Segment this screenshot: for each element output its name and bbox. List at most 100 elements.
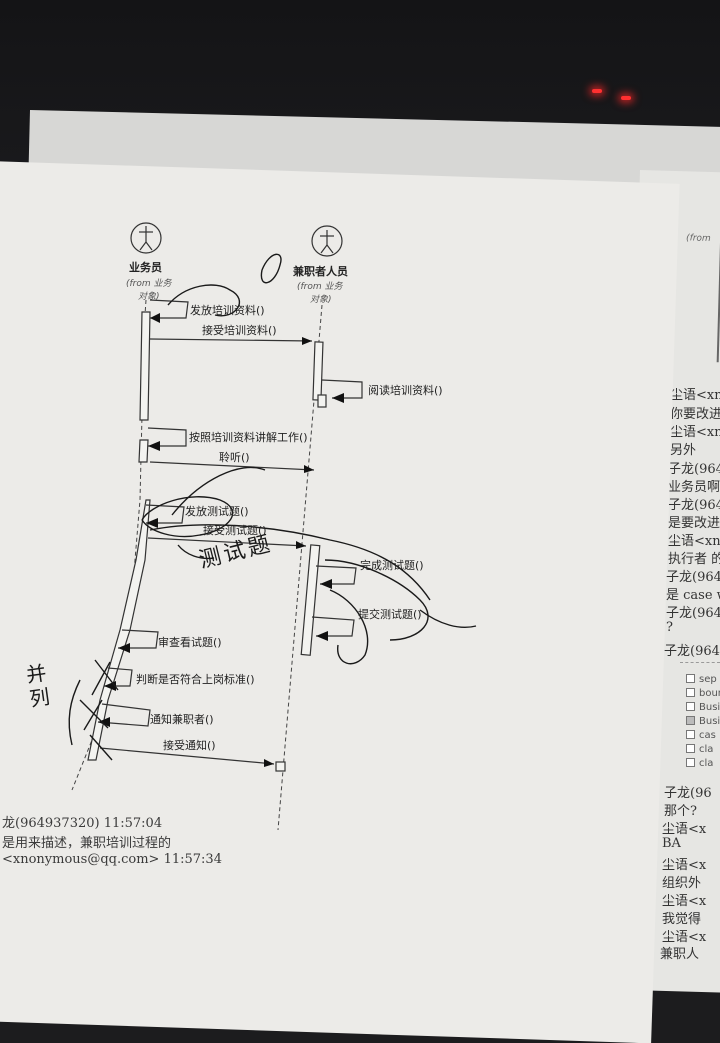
arrow-head [320,579,332,589]
chat-line: 执行者 的 [668,552,720,567]
left-actor-name: 业务员 [129,261,162,274]
handwritten-bracket [68,679,81,746]
chat-line: <xnonymous@qq.com> 11:57:34 [2,852,222,867]
chat-line: 龙(964937320) 11:57:04 [2,816,163,831]
self-call [311,616,355,637]
arrow-head [332,393,344,403]
left-activation-bar [139,311,151,421]
arrow-head [304,465,314,473]
self-call [145,504,185,524]
message-label: 发放培训资料() [190,304,265,317]
right-activation-bar [300,544,321,656]
self-call [97,703,151,727]
right-activation-bar [275,761,286,772]
chat-line: 尘语<x [662,858,707,873]
message-arrow [149,461,315,471]
handwritten-scribble [419,609,477,628]
handwritten-scribble [177,544,215,560]
right-actor-name: 兼职者人员 [293,265,348,278]
self-call [118,629,159,649]
self-call [315,565,357,585]
sequence-diagram [68,222,477,831]
handwritten-scribble [260,253,282,284]
chat-line: 业务员啊 [668,480,720,495]
message-label: 接受测试题() [203,524,267,537]
self-call [149,299,189,319]
chat-line: 我觉得 [662,912,702,927]
right-actor-from: (from 业务 [297,282,343,292]
left-lifeline [71,299,147,791]
left-actor-from: (from 业务 [126,279,172,289]
left-actor-icon [130,222,162,254]
arrow-head [118,643,130,653]
arrow-head [98,717,110,727]
chat-line: 子龙(9649 [668,498,720,513]
handwritten-scribble [167,284,241,317]
message-arrow [147,537,307,547]
chat-line: 子龙(9649 [666,606,720,621]
chat-line: 尘语<xnon [668,534,720,549]
right-actor-from2: 对象) [310,295,332,305]
arrow-head [148,441,160,451]
checkbox-item: boun [686,688,720,699]
arrow-head [150,313,160,323]
arrow-head [316,631,328,641]
message-label: 阅读培训资料() [368,384,443,397]
message-label: 发放测试题() [185,505,249,518]
chat-line: 子龙(96 [664,786,712,801]
message-label: 判断是否符合上岗标准() [136,673,255,686]
handwritten-scribble [329,589,369,665]
chat-line: 子龙(9649 [666,570,720,585]
chat-line: 组织外 [662,876,702,891]
self-call [147,427,187,447]
checkbox-item: Busi [686,716,720,727]
chat-line: 尘语<x [662,930,707,945]
handwritten-scribble [89,734,113,761]
arrow-head [302,337,312,345]
self-call [104,667,133,687]
chat-line: 兼职人 [660,947,700,962]
handwritten-scribble [79,699,109,731]
checkbox-item: Busi [686,702,720,713]
checkbox-item: sep p [686,674,720,685]
chat-line: 那个? [664,804,697,819]
right-activation-bar [312,341,324,401]
red-led-light [621,96,631,100]
handwritten-scribble [171,466,266,516]
message-label: 按照培训资料讲解工作() [189,431,308,444]
chat-line: 尘语<x [662,822,707,837]
chat-line: 子龙(9649 [664,644,720,659]
arrow-head [296,541,306,549]
chat-line: 是用来描述，兼职培训过程的 [2,836,172,851]
chat-line: 尘语<x [662,894,707,909]
chat-line: 是要改进 [668,516,720,531]
right-actor-icon [311,225,343,257]
chat-line: ? [666,620,673,635]
message-label: 完成测试题() [360,559,424,572]
left-activation-bar [138,439,149,463]
chat-line: 你要改进 [670,407,720,422]
left-actor-from2: 对象) [138,292,160,302]
self-call [321,379,363,399]
chat-line: 子龙(9649 [668,462,720,477]
right-activation-bar [317,394,327,408]
chat-line: 是 case w [666,588,720,603]
checkbox-item: cas [686,730,716,741]
chat-line: 尘语<xno [670,388,720,403]
handwritten-scribble [141,496,234,538]
message-label: 聆听() [219,451,250,464]
left-activation-bar [87,499,151,761]
chat-line: BA [662,836,681,851]
message-label: 提交测试题() [358,608,422,621]
arrow-head [146,518,158,528]
handwritten-scribble [91,659,119,696]
message-arrow [149,338,313,342]
message-label: 通知兼职者() [150,713,214,726]
checkbox-panel [680,662,720,765]
message-arrow [99,747,275,765]
chat-line: 尘语<xnon [670,425,720,440]
checkbox-item: cla [686,758,713,769]
message-label: 接受通知() [163,739,216,752]
red-led-light [592,89,602,93]
handwritten-scribble [149,524,431,601]
